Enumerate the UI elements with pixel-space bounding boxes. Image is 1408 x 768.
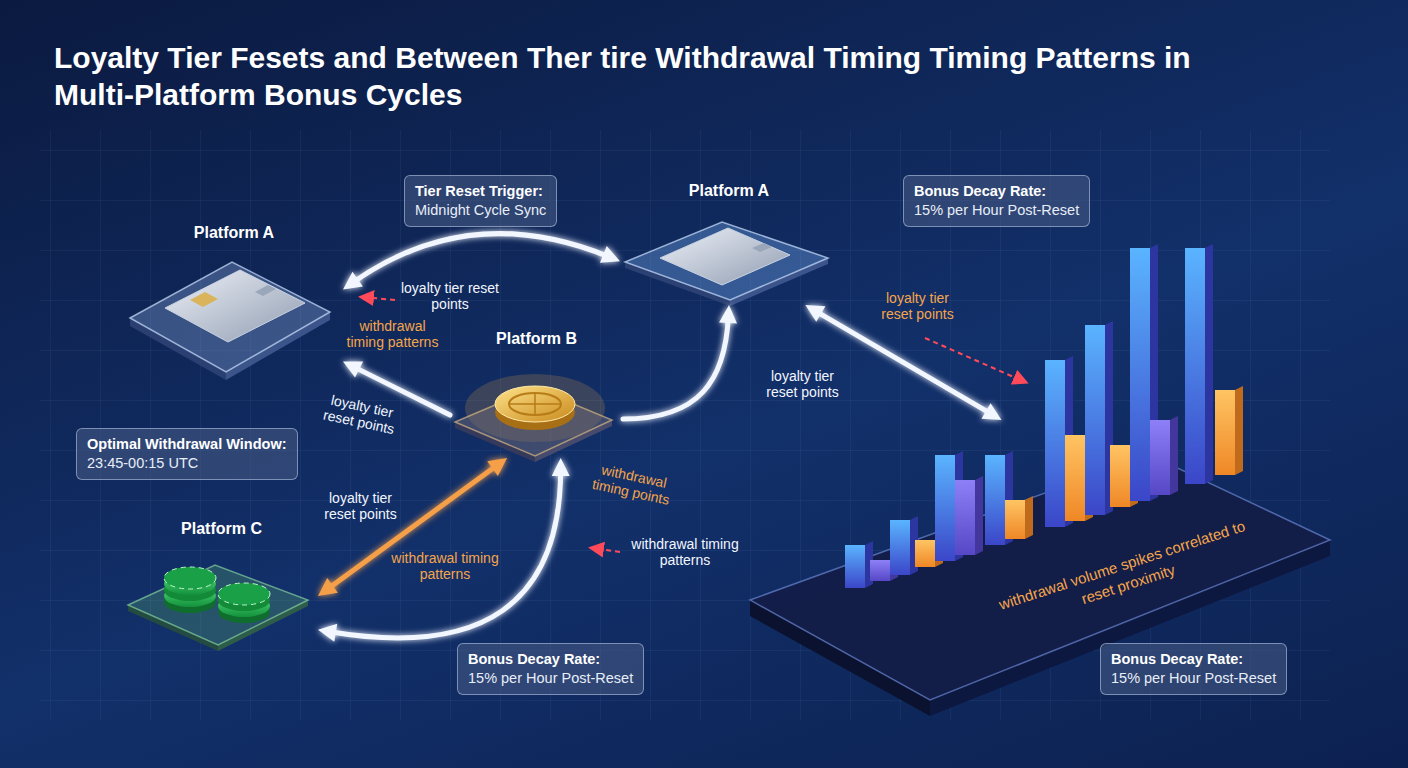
arrow-head — [343, 362, 363, 378]
callout-box: Bonus Decay Rate:15% per Hour Post-Reset — [457, 643, 644, 695]
platform-label: Platform A — [125, 222, 343, 242]
chart-panel: withdrawal volume spikes correlated to r… — [750, 420, 1335, 635]
connector-line — [328, 465, 498, 589]
platform-label: Platform A — [620, 180, 838, 200]
callout-body: 15% per Hour Post-Reset — [1111, 669, 1276, 688]
callout-box: Bonus Decay Rate:15% per Hour Post-Reset — [903, 175, 1090, 227]
arrow-head — [805, 305, 825, 322]
callout-heading: Optimal Withdrawal Window: — [87, 435, 287, 454]
connector-arrow — [623, 305, 737, 419]
callout-body: 15% per Hour Post-Reset — [914, 201, 1079, 220]
connector-line — [816, 311, 992, 414]
annotation-label: withdrawal timing patterns — [390, 550, 500, 582]
connector-line — [353, 234, 609, 283]
platform-node: Platform B — [450, 328, 623, 458]
arrow-head — [719, 305, 737, 323]
platform-node: Platform A — [125, 222, 343, 372]
arrow-head — [552, 458, 570, 476]
callout-body: Midnight Cycle Sync — [415, 201, 546, 220]
connector-arrow — [805, 305, 1001, 420]
annotation-label: loyalty tier reset points — [760, 368, 845, 400]
connector-line — [623, 317, 728, 419]
callout-box: Tier Reset Trigger:Midnight Cycle Sync — [404, 175, 557, 227]
platform-node: Platform C — [125, 518, 318, 648]
arrow-head — [487, 458, 507, 476]
callout-heading: Bonus Decay Rate: — [468, 650, 633, 669]
connector-arrow — [318, 458, 570, 642]
connector-arrow — [318, 458, 507, 596]
annotation-label: loyalty tier reset points — [870, 290, 965, 322]
platform-label: Platform B — [450, 328, 623, 348]
annotation-label: withdrawal timing patterns — [340, 318, 445, 350]
annotation-label: loyalty tier reset points — [400, 280, 500, 312]
platform-label: Platform C — [125, 518, 318, 538]
callout-body: 23:45-00:15 UTC — [87, 454, 287, 473]
arrow-head — [343, 272, 363, 290]
arrow-head — [318, 624, 337, 642]
annotation-label: withdrawal timing points — [583, 458, 683, 509]
callout-heading: Bonus Decay Rate: — [914, 182, 1079, 201]
annotation-label: loyalty tier reset points — [318, 490, 403, 522]
annotation-label: withdrawal timing patterns — [625, 536, 745, 568]
arrow-head — [318, 578, 338, 596]
diagram-title: Loyalty Tier Fesets and Between Ther tir… — [54, 40, 1254, 113]
arrow-head — [981, 403, 1001, 420]
chart-caption: withdrawal volume spikes correlated to r… — [995, 516, 1254, 633]
callout-heading: Tier Reset Trigger: — [415, 182, 546, 201]
platform-node: Platform A — [620, 180, 838, 305]
annotation-label: loyalty tier reset points — [316, 390, 406, 439]
callout-heading: Bonus Decay Rate: — [1111, 650, 1276, 669]
callout-box: Optimal Withdrawal Window:23:45-00:15 UT… — [76, 428, 298, 480]
arrow-head — [600, 246, 620, 263]
callout-box: Bonus Decay Rate:15% per Hour Post-Reset — [1100, 643, 1287, 695]
callout-body: 15% per Hour Post-Reset — [468, 669, 633, 688]
